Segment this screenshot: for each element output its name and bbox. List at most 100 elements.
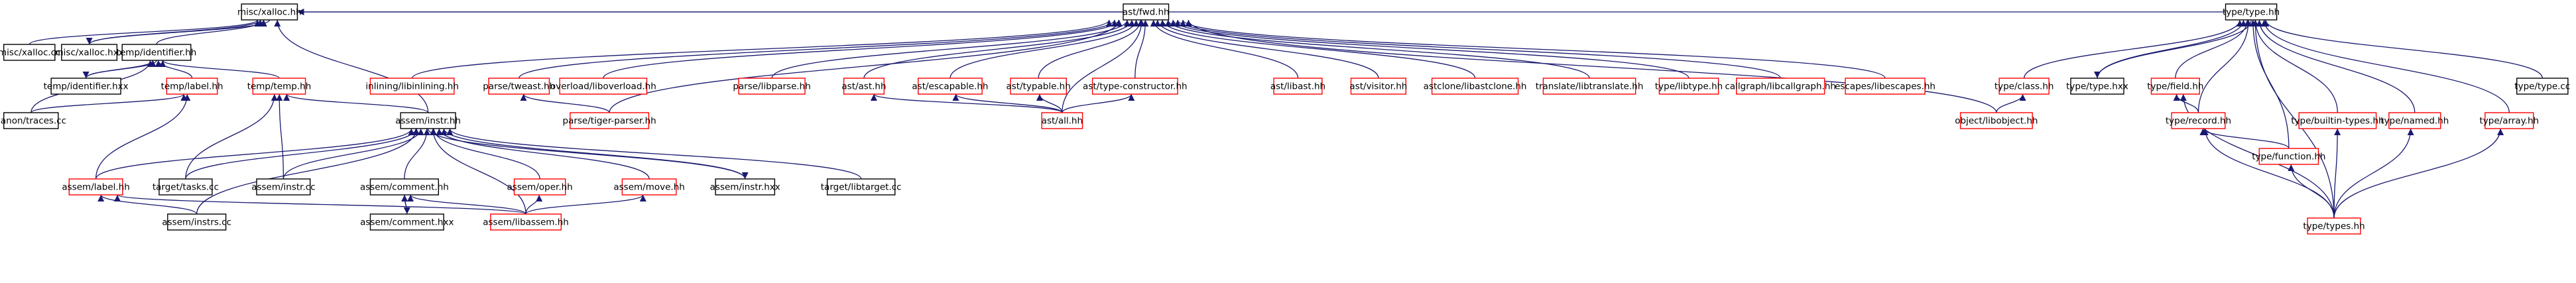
edge-assem-move-hh-to-assem-instr-hh	[436, 128, 650, 180]
edge-type-named-hh-to-type-type-hh	[2256, 19, 2416, 113]
edge-temp-identifier-hh-to-misc-xalloc-hh	[156, 19, 267, 45]
node-box	[369, 213, 444, 231]
node-label: assem/instr.hxx	[710, 182, 780, 193]
node-label: type/named.hh	[2380, 116, 2449, 127]
node-label: ast/libast.hh	[1270, 82, 1325, 92]
edges-layer	[29, 9, 2543, 219]
edge-callgraph-libcallgraph-hh-to-ast-fwd-hh	[1174, 19, 1781, 79]
node-target-libtarget-cc[interactable]: target/libtarget.cc	[821, 178, 902, 196]
edge-translate-libtranslate-hh-to-ast-fwd-hh	[1164, 19, 1590, 79]
edge-ast-all-hh-to-ast-fwd-hh	[1062, 19, 1145, 113]
node-label: assem/libassem.hh	[483, 217, 569, 228]
node-label: type/record.hh	[2166, 116, 2231, 127]
node-translate-libtranslate-hh[interactable]: translate/libtranslate.hh	[1536, 78, 1644, 95]
node-assem-comment-hh[interactable]: assem/comment.hh	[360, 178, 449, 196]
node-box	[2484, 112, 2534, 129]
node-type-types-hh[interactable]: type/types.hh	[2303, 217, 2365, 235]
node-box	[2388, 112, 2441, 129]
node-ast-typable-hh[interactable]: ast/typable.hh	[1006, 78, 1071, 95]
node-callgraph-libcallgraph-hh[interactable]: callgraph/libcallgraph.hh	[1725, 78, 1836, 95]
edge-type-types-hh-to-type-array-hh	[2333, 128, 2504, 219]
node-label: target/tasks.cc	[153, 182, 219, 193]
node-overload-liboverload-hh[interactable]: overload/liboverload.hh	[550, 78, 656, 95]
node-temp-identifier-hxx[interactable]: temp/identifier.hxx	[44, 78, 129, 95]
node-astclone-libastclone-hh[interactable]: astclone/libastclone.hh	[1424, 78, 1527, 95]
node-label: ast/ast.hh	[841, 82, 886, 92]
node-label: misc/xalloc.hxx	[55, 48, 124, 58]
node-temp-identifier-hh[interactable]: temp/identifier.hh	[117, 44, 197, 61]
node-box	[50, 78, 121, 95]
node-type-field-hh[interactable]: type/field.hh	[2147, 78, 2203, 95]
node-parse-libparse-hh[interactable]: parse/libparse.hh	[733, 78, 811, 95]
node-label: type/function.hh	[2252, 152, 2325, 162]
edge-assem-instr-cc-to-temp-temp-hh	[276, 93, 284, 180]
edge-assem-libassem-hh-to-assem-label-hh	[114, 194, 526, 215]
node-ast-ast-hh[interactable]: ast/ast.hh	[841, 78, 887, 95]
node-temp-label-hh[interactable]: temp/label.hh	[161, 78, 223, 95]
node-ast-escapable-hh[interactable]: ast/escapable.hh	[912, 78, 988, 95]
node-label: ast/escapable.hh	[912, 82, 988, 92]
node-box	[121, 44, 192, 61]
node-ast-libast-hh[interactable]: ast/libast.hh	[1270, 78, 1325, 95]
node-box	[2258, 148, 2319, 165]
node-assem-instr-hh[interactable]: assem/instr.hh	[395, 112, 461, 129]
node-box	[1010, 78, 1067, 95]
edge-ast-escapable-hh-to-ast-fwd-hh	[950, 19, 1140, 79]
node-assem-oper-hh[interactable]: assem/oper.hh	[507, 178, 573, 196]
node-label: misc/xalloc.hh	[237, 7, 302, 18]
edge-assem-instrs-cc-to-assem-instr-hh	[196, 128, 420, 215]
node-box	[1736, 78, 1825, 95]
node-type-function-hh[interactable]: type/function.hh	[2252, 148, 2325, 165]
node-canon-traces-cc[interactable]: canon/traces.cc	[0, 112, 66, 129]
node-label: assem/label.hh	[62, 182, 129, 193]
node-type-type-hxx[interactable]: type/type.hxx	[2066, 78, 2128, 95]
node-label: canon/traces.cc	[0, 116, 66, 127]
node-box	[1431, 78, 1519, 95]
node-type-class-hh[interactable]: type/class.hh	[1994, 78, 2054, 95]
node-label: target/libtarget.cc	[821, 182, 902, 193]
node-label: ast/fwd.hh	[1123, 7, 1170, 18]
node-misc-xalloc-hh[interactable]: misc/xalloc.hh	[237, 3, 302, 21]
node-ast-visitor-hh[interactable]: ast/visitor.hh	[1349, 78, 1407, 95]
node-assem-instrs-cc[interactable]: assem/instrs.cc	[162, 213, 231, 231]
node-type-type-hh[interactable]: type/type.hh	[2223, 3, 2280, 21]
node-inlining-libinlining-hh[interactable]: inlining/libinlining.hh	[365, 78, 459, 95]
edge-object-libobject-hh-to-ast-fwd-hh	[1185, 19, 1997, 113]
node-target-tasks-cc[interactable]: target/tasks.cc	[153, 178, 219, 196]
node-assem-libassem-hh[interactable]: assem/libassem.hh	[483, 213, 569, 231]
node-parse-tweast-hh[interactable]: parse/tweast.hh	[483, 78, 555, 95]
node-assem-move-hh[interactable]: assem/move.hh	[613, 178, 685, 196]
edge-parse-tiger-parser-hh-to-parse-tweast-hh	[520, 93, 610, 113]
edge-temp-temp-hh-to-temp-identifier-hh	[159, 60, 280, 79]
node-parse-tiger-parser-hh[interactable]: parse/tiger-parser.hh	[563, 112, 656, 129]
node-escapes-libescapes-hh[interactable]: escapes/libescapes.hh	[1835, 78, 1935, 95]
node-object-libobject-hh[interactable]: object/libobject.hh	[1955, 112, 2038, 129]
node-temp-temp-hh[interactable]: temp/temp.hh	[247, 78, 312, 95]
edge-type-types-hh-to-type-builtin-types-hh	[2333, 128, 2341, 219]
edge-misc-xalloc-cc-to-misc-xalloc-hh	[29, 19, 261, 45]
node-box	[2070, 78, 2124, 95]
node-box	[621, 178, 677, 196]
node-type-type-cc[interactable]: type/type.cc	[2514, 78, 2570, 95]
node-box	[1273, 78, 1323, 95]
node-label: type/class.hh	[1994, 82, 2054, 92]
node-type-named-hh[interactable]: type/named.hh	[2380, 112, 2449, 129]
node-ast-type-constructor-hh[interactable]: ast/type-constructor.hh	[1083, 78, 1188, 95]
node-assem-instr-hxx[interactable]: assem/instr.hxx	[710, 178, 780, 196]
node-type-record-hh[interactable]: type/record.hh	[2166, 112, 2231, 129]
node-assem-label-hh[interactable]: assem/label.hh	[62, 178, 130, 196]
node-misc-xalloc-hxx[interactable]: misc/xalloc.hxx	[55, 44, 124, 61]
edge-type-builtin-types-hh-to-type-type-hh	[2252, 19, 2339, 113]
node-type-builtin-types-hh[interactable]: type/builtin-types.hh	[2291, 112, 2384, 129]
node-box	[559, 78, 648, 95]
node-misc-xalloc-cc[interactable]: misc/xalloc.cc	[0, 44, 61, 61]
node-type-array-hh[interactable]: type/array.hh	[2480, 112, 2540, 129]
node-label: type/type.hh	[2223, 7, 2280, 18]
node-assem-instr-cc[interactable]: assem/instr.cc	[251, 178, 316, 196]
node-label: inlining/libinlining.hh	[365, 82, 459, 92]
node-type-libtype-hh[interactable]: type/libtype.hh	[1655, 78, 1723, 95]
node-ast-fwd-hh[interactable]: ast/fwd.hh	[1123, 3, 1170, 21]
edge-escapes-libescapes-hh-to-ast-fwd-hh	[1180, 19, 1886, 79]
node-assem-comment-hxx[interactable]: assem/comment.hxx	[360, 213, 454, 231]
node-ast-all-hh[interactable]: ast/all.hh	[1041, 112, 1083, 129]
